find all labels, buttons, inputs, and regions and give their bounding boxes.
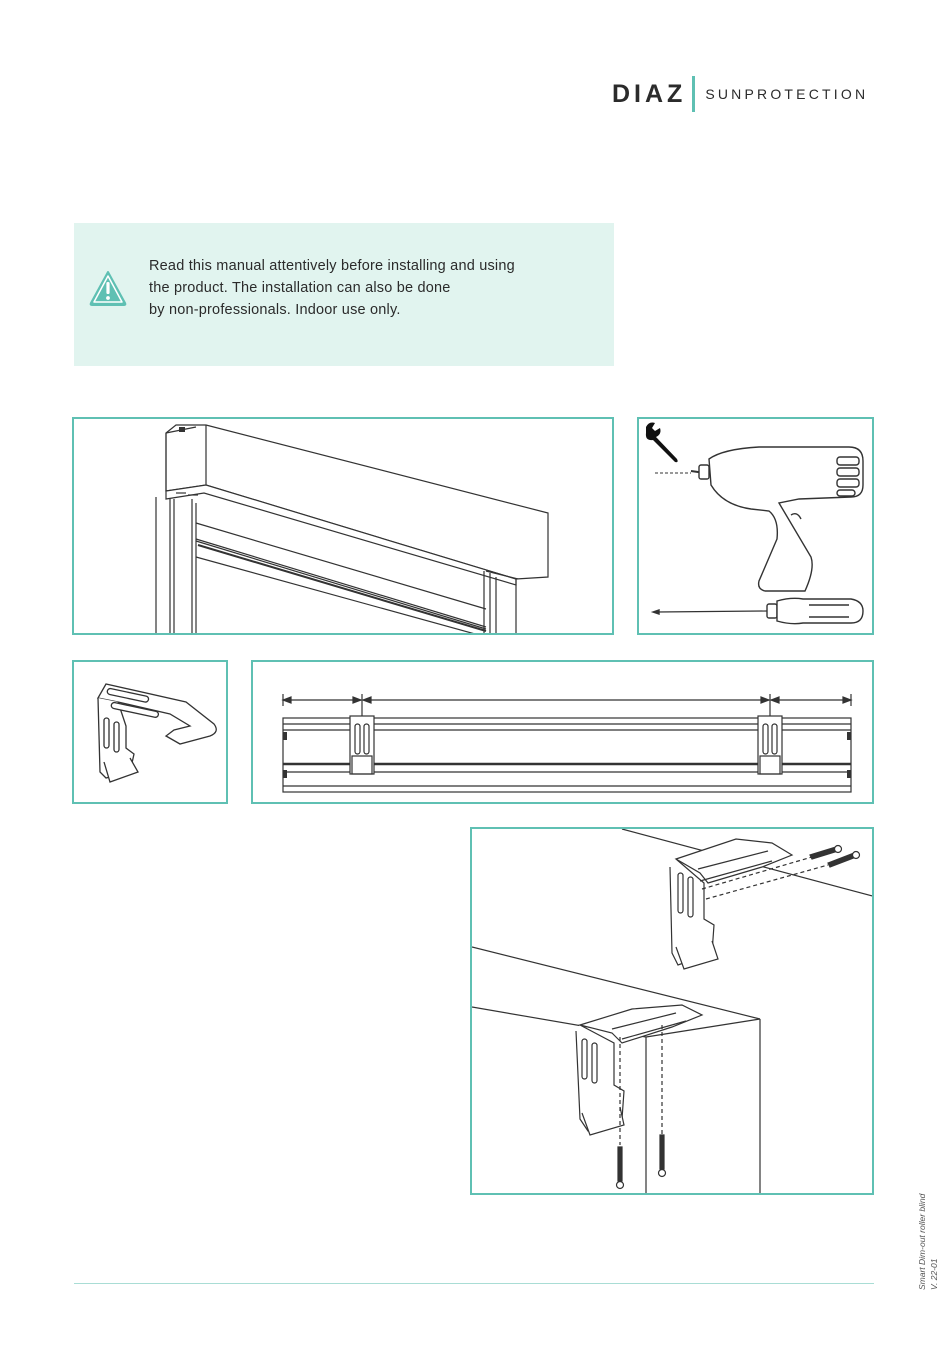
brand-tagline: SUNPROTECTION	[705, 86, 868, 102]
brand-divider	[692, 76, 695, 112]
notice-line: Read this manual attentively before inst…	[149, 255, 589, 277]
drill-bit-icon	[655, 471, 705, 473]
wall-mount-bracket	[670, 839, 792, 969]
brand-name: DIAZ	[612, 80, 686, 109]
document-version: V. 22-01	[928, 1194, 940, 1290]
screw-icon	[617, 1025, 666, 1189]
notice-text: Read this manual attentively before inst…	[149, 255, 589, 321]
bracket-panel	[72, 660, 228, 804]
safety-notice: Read this manual attentively before inst…	[74, 223, 614, 366]
wrench-icon	[646, 423, 678, 463]
product-name: Smart Dim-out roller blind	[916, 1194, 928, 1290]
warning-triangle-icon	[88, 269, 128, 307]
rail-illustration	[253, 662, 874, 804]
brand-logo: DIAZ SUNPROTECTION	[612, 76, 868, 112]
drill-icon	[699, 447, 863, 591]
tools-panel	[637, 417, 874, 635]
bracket-left	[350, 716, 374, 774]
bracket-right	[758, 716, 782, 774]
footer-divider	[74, 1283, 874, 1284]
cassette-illustration-panel	[72, 417, 614, 635]
bracket-illustration	[74, 662, 228, 804]
dimension-arrows	[283, 694, 851, 718]
notice-line: the product. The installation can also b…	[149, 277, 589, 299]
document-footer-note: Smart Dim-out roller blind V. 22-01	[916, 1194, 940, 1290]
screwdriver-icon	[653, 598, 863, 623]
bracket-mounting-illustration	[472, 829, 874, 1195]
rail-measurement-panel	[251, 660, 874, 804]
cassette-installed-illustration	[74, 419, 614, 635]
bracket-mounting-panel	[470, 827, 874, 1195]
notice-line: by non-professionals. Indoor use only.	[149, 299, 589, 321]
ceiling-mount-bracket	[576, 1005, 702, 1135]
